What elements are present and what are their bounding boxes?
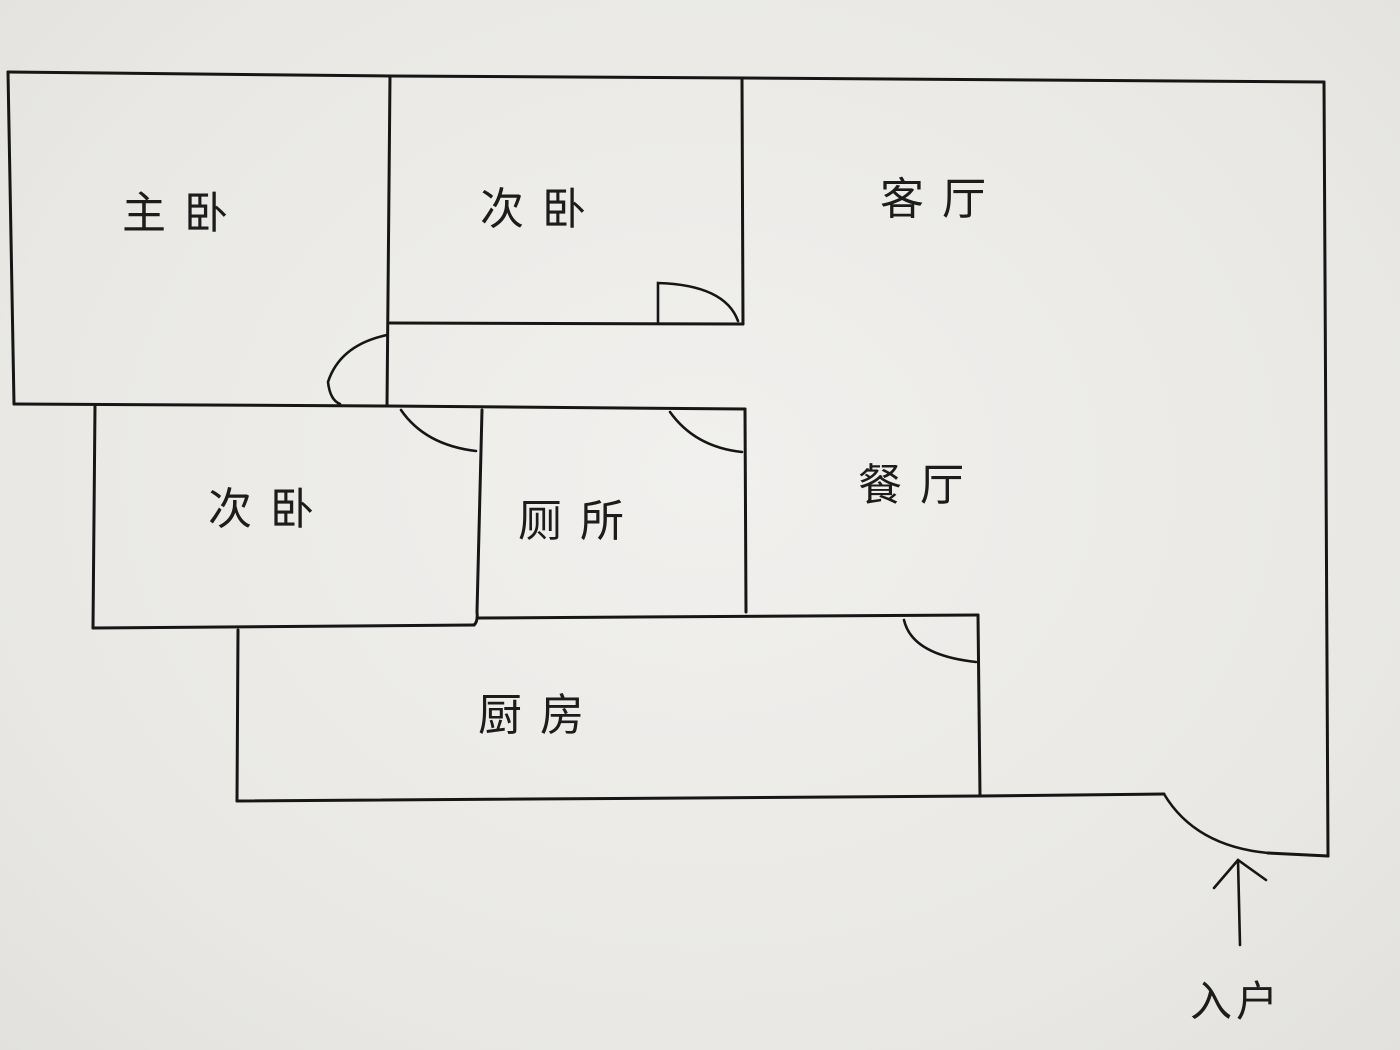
wall-bedroom2-bottom — [91, 623, 476, 630]
label-dining-room: 餐厅 — [858, 460, 982, 511]
wall-bedroom2-left — [91, 404, 97, 630]
wall-bedroom2-right — [472, 408, 484, 627]
door-master-bedroom — [326, 333, 389, 406]
wall-top — [6, 70, 1326, 84]
wall-entrance-threshold — [1266, 851, 1330, 858]
wall-kitchen-bottom — [235, 794, 982, 803]
wall-master-bottom — [12, 402, 388, 408]
wall-kitchen-left — [235, 628, 240, 803]
wall-kitchen-top — [476, 613, 980, 620]
wall-corridor-bottom — [384, 404, 747, 411]
label-kitchen: 厨房 — [478, 690, 602, 741]
door-second-bedroom-top — [656, 281, 740, 325]
wall-second-bottom — [388, 321, 745, 326]
door-second-bedroom-bottom — [399, 408, 478, 453]
wall-bottom-entrance — [978, 792, 1166, 798]
walls — [6, 70, 1330, 858]
wall-master-second — [385, 74, 392, 408]
doors — [326, 281, 1270, 855]
label-entrance: 入户 — [1190, 977, 1282, 1026]
door-kitchen — [902, 618, 978, 664]
wall-right — [1322, 80, 1330, 858]
wall-second-right — [740, 76, 745, 326]
label-living-room: 客厅 — [880, 174, 1004, 225]
label-toilet: 厕所 — [518, 496, 642, 547]
door-toilet — [668, 410, 744, 454]
wall-master-left — [6, 70, 16, 406]
entrance-arrow-icon — [1212, 858, 1268, 947]
label-second-bedroom-top: 次卧 — [480, 184, 604, 235]
door-entrance — [1162, 792, 1270, 855]
wall-toilet-right — [743, 407, 748, 614]
label-master-bedroom: 主卧 — [122, 188, 246, 239]
wall-kitchen-right — [976, 613, 982, 798]
label-second-bedroom-bottom: 次卧 — [208, 484, 332, 535]
